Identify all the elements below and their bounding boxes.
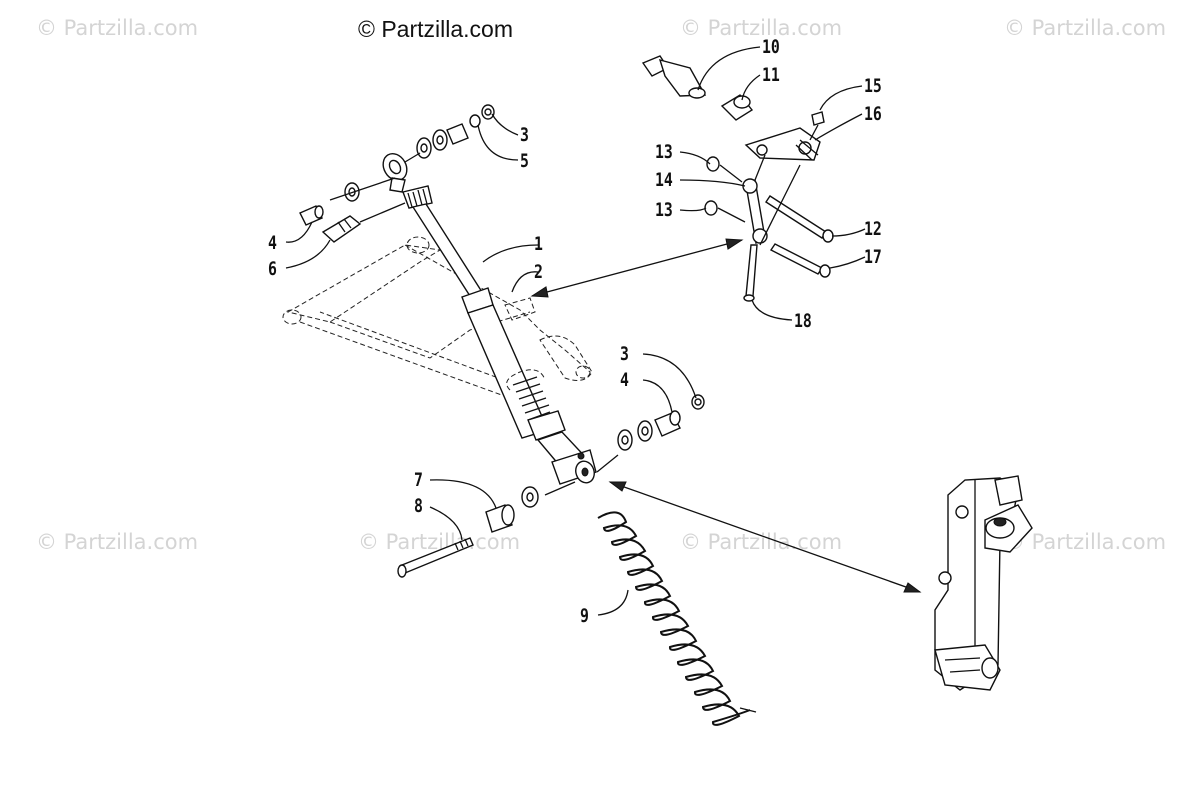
spindle-knuckle — [934, 475, 1033, 691]
callout-13: 13 — [655, 141, 673, 163]
callout-14: 14 — [655, 169, 673, 191]
watermark: © Partzilla.com — [1004, 16, 1167, 40]
callout-13-lower: 13 — [655, 199, 673, 221]
callout-7: 7 — [414, 469, 423, 491]
assembly-arrows — [530, 238, 922, 593]
callout-4: 4 — [268, 232, 277, 254]
callout-3-lower: 3 — [620, 343, 629, 365]
callout-8: 8 — [414, 495, 423, 517]
watermark: © Partzilla.com — [36, 16, 199, 40]
lower-mount-hardware — [397, 394, 705, 578]
callout-17: 17 — [864, 246, 882, 268]
callout-5: 5 — [520, 150, 529, 172]
coil-spring — [597, 511, 757, 726]
callout-leaders — [285, 46, 866, 616]
callout-9: 9 — [580, 605, 589, 627]
watermark: © Partzilla.com — [1004, 530, 1167, 554]
brand-watermark: © Partzilla.com — [358, 16, 513, 42]
callout-11: 11 — [762, 64, 780, 86]
callout-16: 16 — [864, 103, 882, 125]
callout-18: 18 — [794, 310, 812, 332]
callout-4-lower: 4 — [620, 369, 629, 391]
watermark: © Partzilla.com — [680, 16, 843, 40]
upper-mount-hardware — [299, 104, 495, 243]
watermark: © Partzilla.com — [36, 530, 199, 554]
callout-15: 15 — [864, 75, 882, 97]
callout-2: 2 — [534, 261, 543, 283]
watermark: © Partzilla.com — [680, 530, 843, 554]
callout-1: 1 — [534, 233, 543, 255]
callout-10: 10 — [762, 36, 780, 58]
sway-bar-linkage — [641, 55, 834, 302]
callout-12: 12 — [864, 218, 882, 240]
a-arm-outline — [282, 236, 593, 399]
callout-3: 3 — [520, 124, 529, 146]
callout-6: 6 — [268, 258, 277, 280]
shock-absorber — [382, 152, 597, 485]
